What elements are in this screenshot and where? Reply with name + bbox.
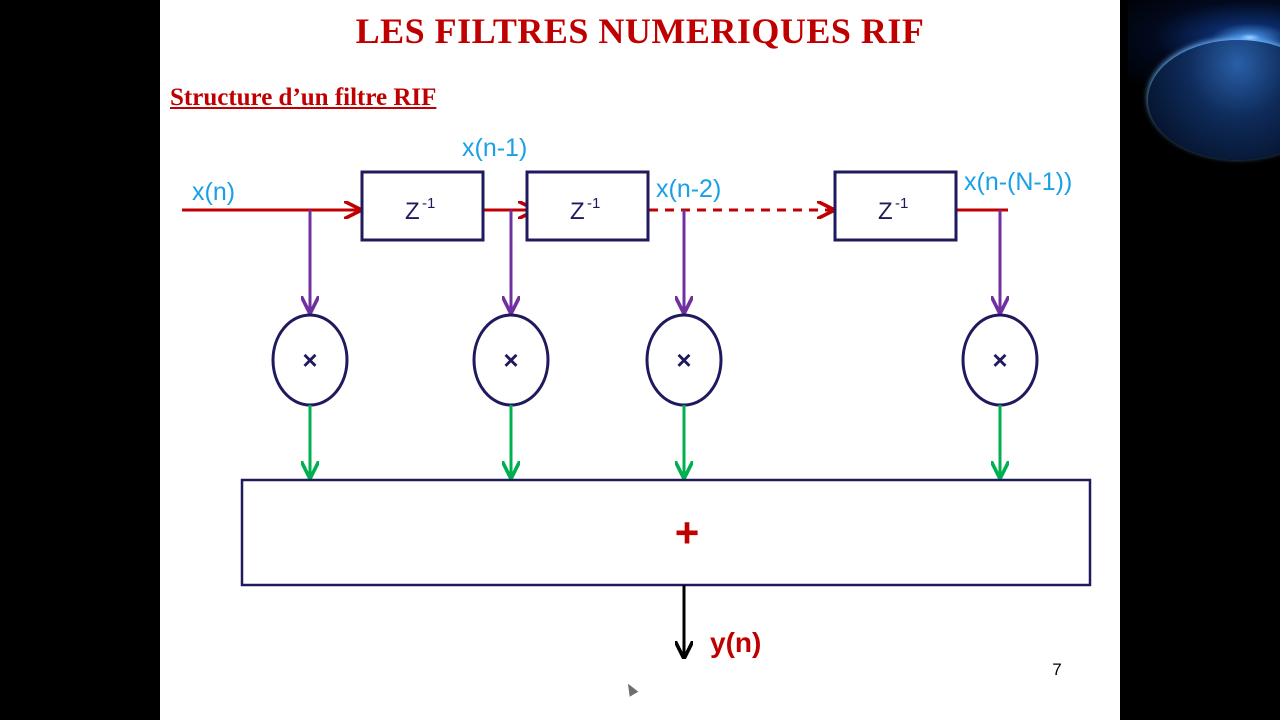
multiply-icon: × [302,345,317,375]
slide-title: LES FILTRES NUMERIQUES RIF [355,11,925,51]
svg-text:×: × [302,345,317,375]
input-signal-label: x(n) [192,178,235,206]
svg-text:Z: Z [405,198,420,225]
multiplier-3: × [645,313,723,407]
multiplier-last: × [961,313,1039,407]
page-number: 7 [1052,660,1062,679]
plus-icon: + [675,509,700,556]
svg-text:Z: Z [878,198,893,225]
svg-text:+: + [675,509,700,556]
delay-block-last: Z -1 [833,170,958,242]
svg-text:×: × [992,345,1007,375]
delay-block-last-exponent: -1 [895,195,908,212]
delayed-signal-last-label: x(n-(N-1)) [964,168,1072,196]
svg-text:-1: -1 [587,195,600,212]
adder-block: + [240,478,1092,587]
delayed-signal-2-label: x(n-2) [656,175,721,203]
delay-block-1-label: Z [405,198,420,225]
multiplier-2: × [472,313,550,407]
multiply-icon: × [503,345,518,375]
delayed-signal-1-label: x(n-1) [462,134,527,162]
fir-filter-diagram: Z -1 Z -1 Z -1 x(n) x(n-1) x(n-2) x(n-(N… [182,134,1092,720]
multiply-icon: × [676,345,691,375]
delay-block-1-exponent: -1 [422,195,435,212]
svg-text:-1: -1 [895,195,908,212]
section-subtitle: Structure d’un filtre RIF [170,84,437,111]
svg-text:×: × [503,345,518,375]
delay-block-2-label: Z [570,198,585,225]
multiply-icon: × [992,345,1007,375]
svg-text:-1: -1 [422,195,435,212]
slide: LES FILTRES NUMERIQUES RIF Structure d’u… [160,0,1120,720]
delay-block-last-label: Z [878,198,893,225]
earth-horizon [1148,40,1280,160]
delay-block-2-exponent: -1 [587,195,600,212]
output-signal-label: y(n) [710,627,761,658]
earth-from-space-image [1128,0,1280,160]
delay-block-1: Z -1 [360,170,485,242]
delay-block-2: Z -1 [525,170,650,242]
svg-text:Z: Z [570,198,585,225]
svg-text:×: × [676,345,691,375]
multiplier-1: × [271,313,349,407]
